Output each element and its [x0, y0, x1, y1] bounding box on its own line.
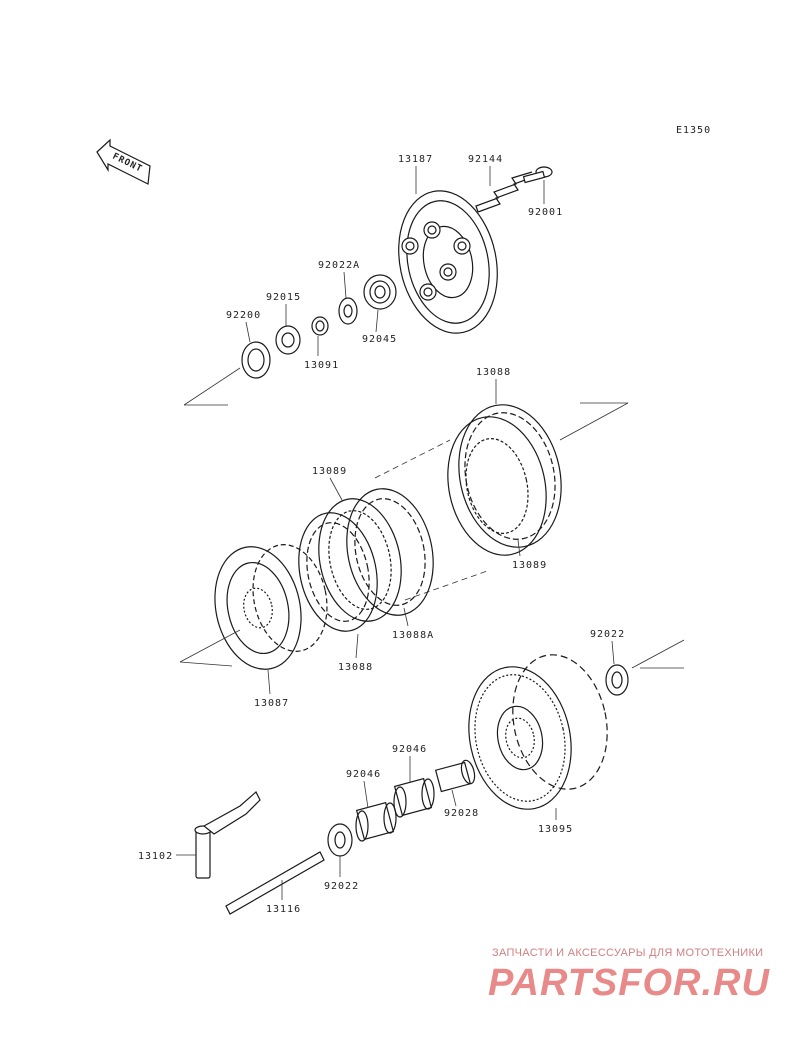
washer-92022-lower — [327, 823, 353, 857]
part-label: 13088 — [338, 662, 373, 673]
washer-92022-right — [605, 664, 629, 696]
pressure-plate-13187 — [398, 190, 498, 334]
sleeve-92028 — [434, 759, 476, 793]
part-label: 92045 — [362, 334, 397, 345]
diagram-code: E1350 — [676, 125, 711, 136]
part-label: 13088A — [392, 630, 434, 641]
part-label: 13088 — [476, 367, 511, 378]
clutch-housing-13095 — [468, 654, 608, 810]
part-label: 92022 — [590, 629, 625, 640]
part-label: 13089 — [512, 560, 547, 571]
watermark-brand-logo: PARTSFOR.RU — [488, 962, 770, 1004]
part-label: 92200 — [226, 310, 261, 321]
part-label: 92015 — [266, 292, 301, 303]
part-labels: 13187 92144 92001 92022A 92015 92200 130… — [138, 154, 625, 915]
part-label: 92022 — [324, 881, 359, 892]
needle-bearing-92046-upper — [393, 777, 435, 818]
push-rod-13116 — [225, 851, 325, 915]
pusher-13091 — [311, 316, 329, 336]
steel-plate-13089-right — [447, 416, 547, 556]
part-label: 92022A — [318, 260, 360, 271]
steel-plate-13089-left — [318, 498, 402, 622]
part-label: 13095 — [538, 824, 573, 835]
part-label: 13087 — [254, 698, 289, 709]
front-arrow-icon: FRONT — [96, 138, 151, 185]
clutch-hub-13087 — [214, 544, 328, 670]
release-lever-13102 — [194, 791, 261, 879]
part-label: 92046 — [392, 744, 427, 755]
part-label: 13116 — [266, 904, 301, 915]
part-label: 92144 — [468, 154, 503, 165]
part-label: 92028 — [444, 808, 479, 819]
part-label: 13091 — [304, 360, 339, 371]
part-label: 13089 — [312, 466, 347, 477]
part-label: 13187 — [398, 154, 433, 165]
washer-92022A — [338, 297, 358, 325]
friction-plate-13088-right — [458, 404, 562, 548]
part-label: 92046 — [346, 769, 381, 780]
bearing-92045 — [363, 274, 397, 310]
watermark-tagline: ЗАПЧАСТИ И АКСЕССУАРЫ ДЛЯ МОТОТЕХНИКИ — [492, 947, 764, 959]
washer-92200 — [241, 341, 271, 379]
part-label: 13102 — [138, 851, 173, 862]
friction-plate-13088A — [346, 488, 434, 616]
part-label: 92001 — [528, 207, 563, 218]
spring-92144 — [475, 171, 537, 213]
friction-plate-13088-left — [298, 512, 378, 632]
bolt-92001 — [522, 166, 553, 184]
nut-92015 — [275, 325, 301, 355]
needle-bearing-92046-lower — [355, 801, 397, 842]
